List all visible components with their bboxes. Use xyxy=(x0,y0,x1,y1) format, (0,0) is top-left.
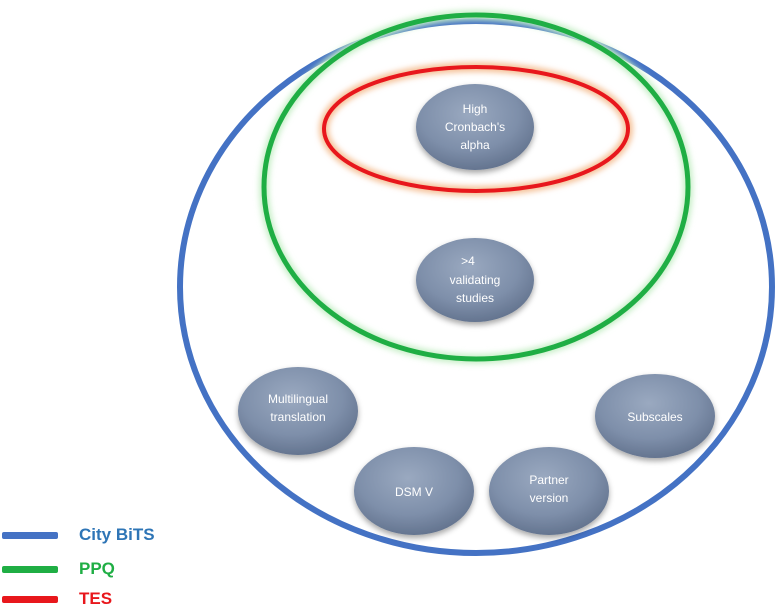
node-cronbach-shape xyxy=(416,84,534,170)
legend-swatch-ppq xyxy=(2,566,58,573)
legend-item-tes: TES xyxy=(0,586,220,610)
ppq-boundary xyxy=(261,12,691,362)
node-validating-studies-line-3: studies xyxy=(456,291,494,305)
node-multilingual-shape xyxy=(238,367,358,455)
node-validating-studies-shape xyxy=(416,238,534,322)
node-dsm-line-1: DSM V xyxy=(395,485,433,499)
legend-label-ppq: PPQ xyxy=(79,559,115,578)
node-validating-studies: >4 validating studies xyxy=(416,238,534,322)
tes-boundary xyxy=(322,65,630,193)
legend-item-city-bits: City BiTS xyxy=(0,522,220,548)
legend: City BiTS PPQ TES xyxy=(0,520,220,610)
node-multilingual-line-1: Multilingual xyxy=(268,392,328,406)
legend-swatch-city-bits xyxy=(2,532,58,539)
legend-label-tes: TES xyxy=(79,589,113,608)
node-cronbach-line-3: alpha xyxy=(460,138,490,152)
node-partner-line-2: version xyxy=(530,491,569,505)
node-cronbach-line-2: Cronbach's xyxy=(445,120,505,134)
legend-label-city-bits: City BiTS xyxy=(79,525,155,544)
node-subscales-shape xyxy=(595,374,715,458)
legend-item-ppq: PPQ xyxy=(0,556,220,582)
node-partner-shape xyxy=(489,447,609,535)
node-cronbach-line-1: High xyxy=(463,102,488,116)
node-dsm-shape xyxy=(354,447,474,535)
node-multilingual: Multilingual translation xyxy=(238,367,358,455)
node-validating-studies-line-2: validating xyxy=(450,273,501,287)
legend-swatch-tes xyxy=(2,596,58,603)
node-subscales: Subscales xyxy=(595,374,715,458)
node-dsm: DSM V xyxy=(354,447,474,535)
node-partner-line-1: Partner xyxy=(529,473,568,487)
node-partner: Partner version xyxy=(489,447,609,535)
node-cronbach: High Cronbach's alpha xyxy=(416,84,534,170)
node-validating-studies-line-1: >4 xyxy=(461,254,475,268)
node-subscales-line-1: Subscales xyxy=(627,410,682,424)
node-multilingual-line-2: translation xyxy=(270,410,325,424)
